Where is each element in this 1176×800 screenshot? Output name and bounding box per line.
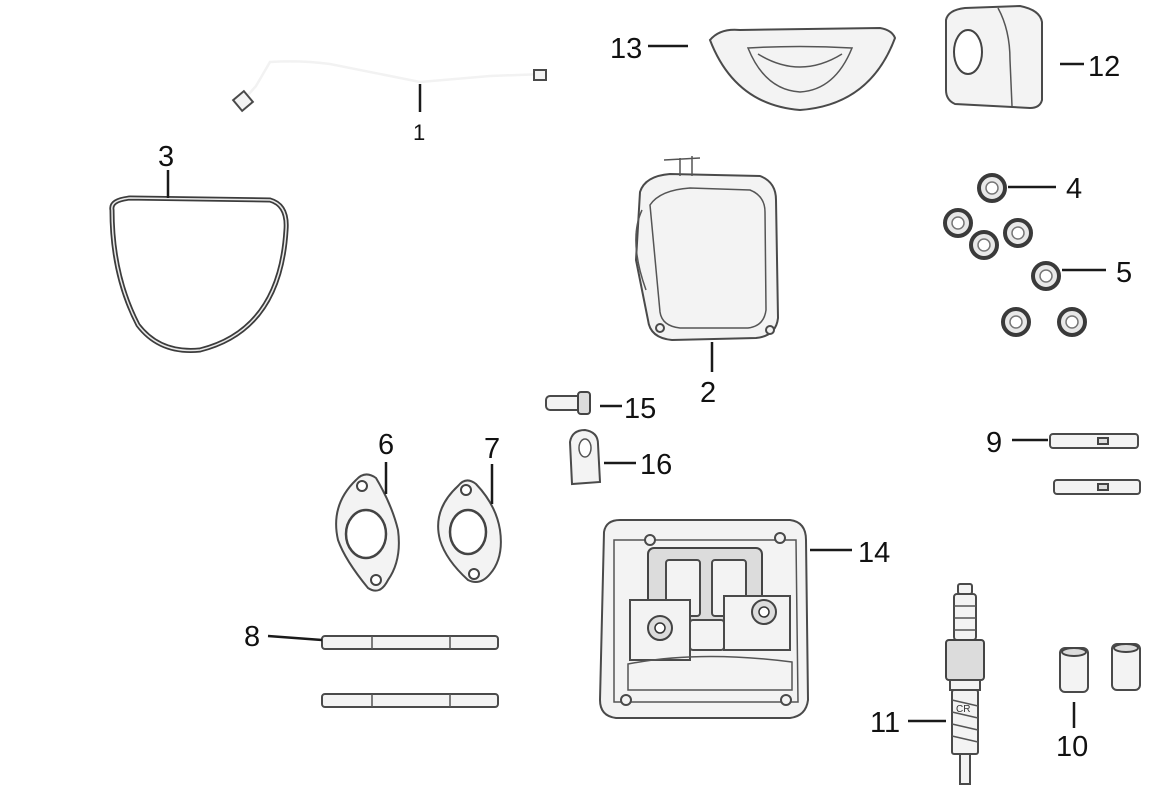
nut: [969, 230, 999, 260]
label-11: 11: [870, 707, 900, 739]
nut: [1003, 218, 1033, 248]
part-6-gasket: [335, 473, 400, 592]
part-1-breather-tube: [231, 60, 547, 113]
part-3-cover-gasket: [109, 195, 289, 353]
label-3: 3: [158, 141, 174, 173]
part-15-bolt: [545, 391, 591, 415]
label-8: 8: [244, 621, 260, 653]
part-11-spark-plug: CR: [945, 583, 985, 785]
leader-8: [267, 634, 323, 642]
part-2-cylinder-head-cover: [634, 156, 780, 342]
part-16-grommet: [568, 428, 602, 486]
part-9-dowel-pins: [1049, 433, 1141, 495]
label-5: 5: [1116, 257, 1132, 289]
nut: [943, 208, 973, 238]
part-4-5-nuts: [943, 173, 1087, 337]
part-7-gasket: [437, 479, 502, 583]
label-12: 12: [1088, 51, 1120, 83]
nut: [1057, 307, 1087, 337]
label-2: 2: [700, 377, 716, 409]
part-13-half-moon-cover: [708, 26, 897, 112]
label-13: 13: [610, 33, 642, 65]
label-6: 6: [378, 429, 394, 461]
part-14-cylinder-head: [598, 519, 810, 719]
label-10: 10: [1056, 731, 1088, 763]
label-4: 4: [1066, 173, 1082, 205]
part-12-box-cover: [945, 4, 1043, 110]
label-15: 15: [624, 393, 656, 425]
nut: [1001, 307, 1031, 337]
part-10-dowel-sleeves: [1059, 643, 1141, 693]
nut-4: [977, 173, 1007, 203]
label-1: 1: [413, 120, 425, 145]
nut-5: [1031, 261, 1061, 291]
label-9: 9: [986, 427, 1002, 459]
label-16: 16: [640, 449, 672, 481]
part-8-studs: [321, 635, 499, 708]
label-14: 14: [858, 537, 890, 569]
label-7: 7: [484, 433, 500, 465]
spark-plug-marking: CR: [956, 704, 970, 715]
